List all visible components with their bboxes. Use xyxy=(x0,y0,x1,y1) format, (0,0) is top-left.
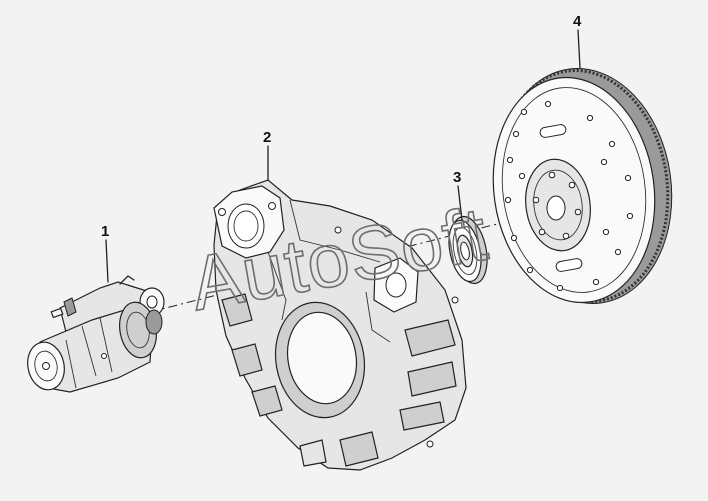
callout-4: 4 xyxy=(573,13,582,30)
flywheel-housing xyxy=(213,179,467,471)
callout-3: 3 xyxy=(453,169,461,186)
leader-line-3 xyxy=(457,185,463,221)
callout-2: 2 xyxy=(263,129,271,146)
starter xyxy=(27,275,165,393)
leader-line-1 xyxy=(105,239,109,283)
callout-1: 1 xyxy=(101,223,109,240)
leader-line-4 xyxy=(577,29,581,69)
flywheel xyxy=(492,68,673,304)
